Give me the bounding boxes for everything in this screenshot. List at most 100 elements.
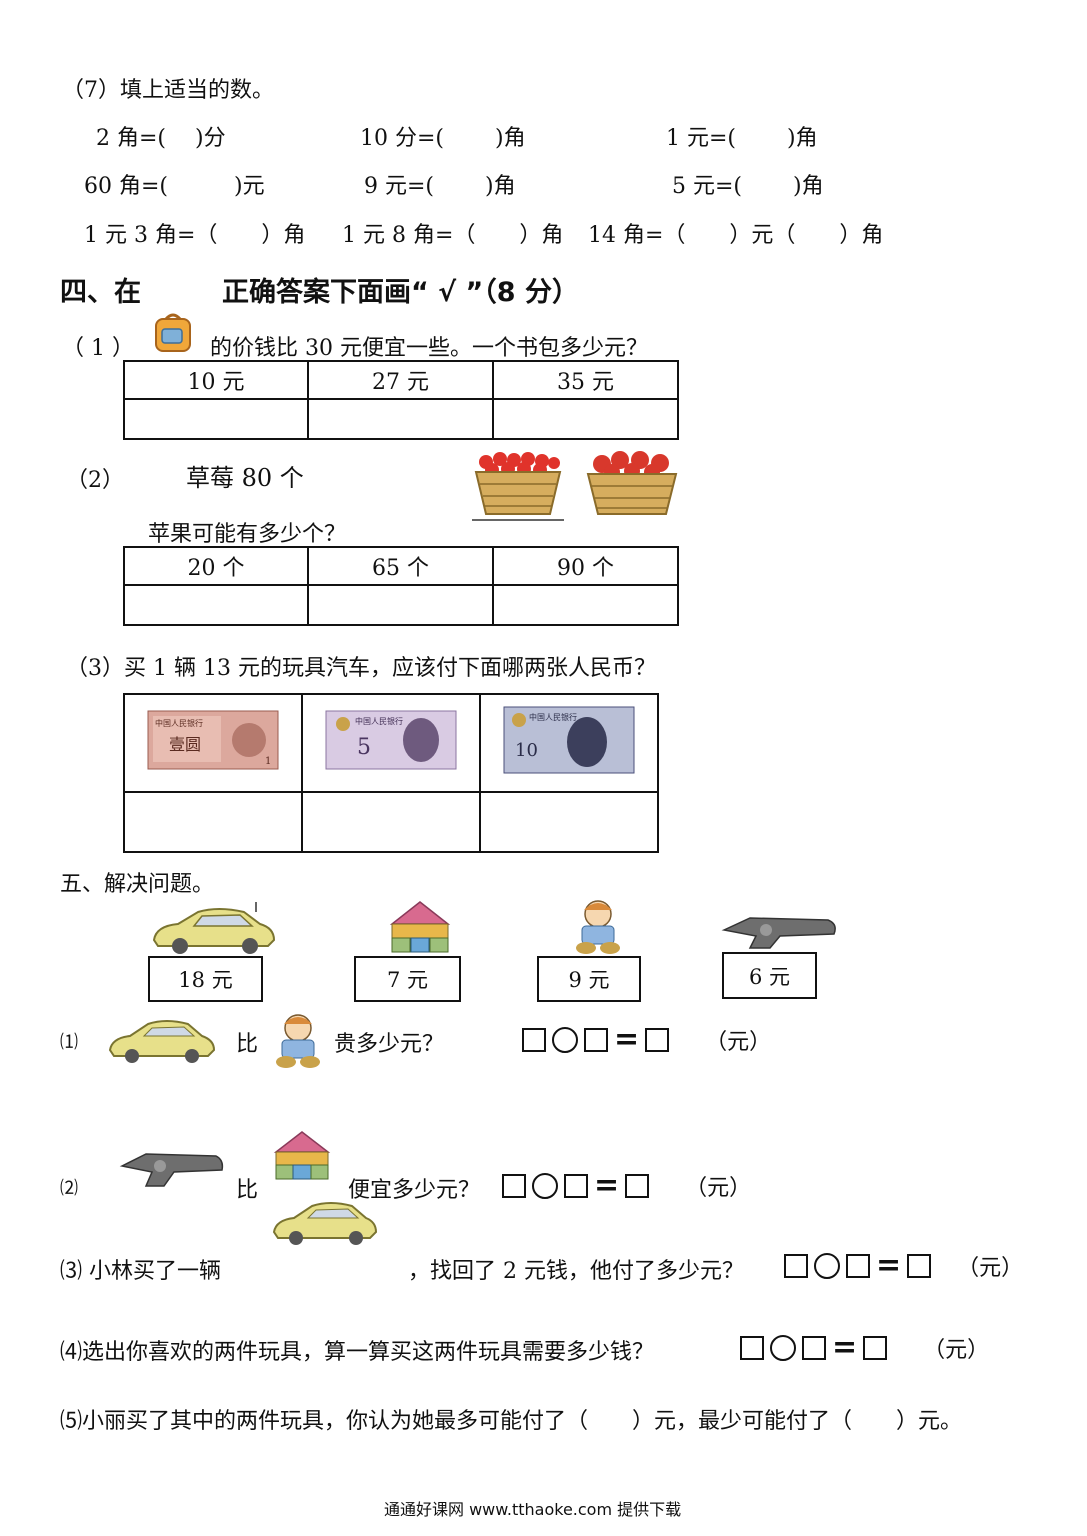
apple-basket-icon [586, 451, 678, 515]
answer-box[interactable] [625, 1174, 650, 1198]
note-cell: 中国人民银行 10 [479, 693, 659, 793]
toy-car-icon [108, 1020, 216, 1063]
answer-cell[interactable] [301, 791, 481, 853]
p1-question: 贵多少元？ [334, 1032, 445, 1057]
answer-box[interactable] [846, 1254, 870, 1278]
q2-prefix: （2） [66, 468, 124, 493]
option-cell: 10 元 [123, 360, 309, 400]
p1-equation: = （元） [522, 1024, 771, 1056]
answer-box[interactable] [784, 1254, 808, 1278]
p4-equation: = （元） [740, 1332, 989, 1364]
option-cell: 20 个 [123, 546, 309, 586]
operator-circle[interactable] [814, 1253, 840, 1279]
fill-item: 9 元=( )角 [364, 174, 516, 199]
equals-sign: = [594, 1168, 620, 1203]
p2-label: ⑵ [60, 1178, 78, 1199]
compare-word: 比 [236, 1032, 259, 1057]
equals-sign: = [614, 1022, 640, 1057]
note-header: 中国人民银行 [155, 718, 203, 728]
answer-box[interactable] [740, 1336, 764, 1360]
section5-title: 五、解决问题。 [60, 872, 215, 897]
price-tag-car: 18 元 [148, 956, 263, 1002]
toy-doll-icon [576, 900, 620, 954]
fill-item: 5 元=( )角 [672, 174, 824, 199]
answer-box[interactable] [564, 1174, 588, 1198]
fill-item: 1 元=( )角 [666, 126, 818, 151]
p3-equation: = （元） [784, 1250, 1023, 1282]
note-cell: 中国人民银行 5 [301, 693, 481, 793]
toy-doll-icon [276, 1014, 320, 1068]
five-yuan-note-icon: 中国人民银行 5 [325, 710, 457, 770]
answer-box[interactable] [645, 1028, 670, 1052]
fill-item: 1 元 3 角=（ ）角 [84, 223, 306, 248]
answer-cell[interactable] [123, 791, 303, 853]
q2-answer-table: 20 个 65 个 90 个 [123, 546, 679, 626]
answer-box[interactable] [802, 1336, 826, 1360]
fill-item: 2 角=( )分 [96, 126, 226, 151]
note-header: 中国人民银行 [529, 712, 577, 722]
operator-circle[interactable] [770, 1335, 796, 1361]
p3-question: ，找回了 2 元钱，他付了多少元？ [408, 1259, 744, 1284]
answer-cell[interactable] [307, 584, 494, 626]
option-cell: 27 元 [307, 360, 494, 400]
p4-text: ⑷选出你喜欢的两件玩具，算一算买这两件玩具需要多少钱？ [60, 1340, 655, 1365]
unit-label: （元） [705, 1030, 772, 1055]
q3-answer-table: 中国人民银行 壹圆 1 中国人民银行 5 中国人民银行 10 [123, 693, 659, 853]
schoolbag-icon [155, 313, 191, 352]
fill-item: 14 角=（ ）元（ ）角 [588, 223, 884, 248]
section4-title: 四、在 正确答案下面画“ √ ”（8 分） [60, 277, 579, 308]
toy-gun-icon [119, 1153, 224, 1187]
p5-text: ⑸小丽买了其中的两件玩具，你认为她最多可能付了（ ）元，最少可能付了（ ）元。 [60, 1409, 963, 1434]
toy-gun-icon [721, 917, 836, 949]
p3-label: ⑶ 小林买了一辆 [60, 1259, 221, 1284]
toy-car-icon [272, 1202, 378, 1245]
unit-label: （元） [685, 1176, 752, 1201]
p2-question: 便宜多少元？ [348, 1178, 481, 1203]
note-value: 1 [265, 756, 271, 767]
answer-box[interactable] [502, 1174, 526, 1198]
price-tag-blocks: 7 元 [354, 956, 461, 1002]
answer-cell[interactable] [123, 584, 309, 626]
option-cell: 65 个 [307, 546, 494, 586]
equals-sign: = [832, 1330, 858, 1365]
option-cell: 90 个 [492, 546, 679, 586]
strawberry-basket-icon [472, 452, 564, 521]
note-header: 中国人民银行 [355, 716, 403, 726]
p1-label: ⑴ [60, 1032, 78, 1053]
footer: 通通好课网 www.tthaoke.com 提供下载 [384, 1500, 682, 1519]
answer-box[interactable] [522, 1028, 546, 1052]
note-value: 5 [357, 735, 371, 760]
answer-cell[interactable] [123, 398, 309, 440]
p2-equation: = （元） [502, 1170, 751, 1202]
answer-box[interactable] [863, 1336, 888, 1360]
answer-cell[interactable] [492, 584, 679, 626]
operator-circle[interactable] [532, 1173, 558, 1199]
option-cell: 35 元 [492, 360, 679, 400]
ten-yuan-note-icon: 中国人民银行 10 [503, 706, 635, 774]
toy-blocks-icon [389, 901, 451, 953]
q2-question: 苹果可能有多少个？ [148, 522, 347, 547]
fill-item: 10 分=( )角 [360, 126, 526, 151]
fill-item: 60 角=( )元 [84, 174, 265, 199]
answer-cell[interactable] [492, 398, 679, 440]
answer-cell[interactable] [307, 398, 494, 440]
answer-cell[interactable] [479, 791, 659, 853]
q2-fact: 草莓 80 个 [186, 464, 304, 492]
q1-answer-table: 10 元 27 元 35 元 [123, 360, 679, 440]
note-value: 10 [515, 740, 538, 761]
one-yuan-note-icon: 中国人民银行 壹圆 1 [147, 710, 279, 770]
price-tag-doll: 9 元 [537, 956, 641, 1002]
unit-label: （元） [923, 1338, 990, 1363]
toy-blocks-icon [273, 1131, 331, 1180]
fill-item: 1 元 8 角=（ ）角 [342, 223, 564, 248]
note-name: 壹圆 [169, 735, 201, 754]
operator-circle[interactable] [552, 1027, 578, 1053]
q1-prefix: （ 1 ） [62, 336, 134, 361]
answer-box[interactable] [584, 1028, 608, 1052]
q1-text: 的价钱比 30 元便宜一些。一个书包多少元？ [210, 336, 648, 361]
note-cell: 中国人民银行 壹圆 1 [123, 693, 303, 793]
unit-label: （元） [957, 1256, 1024, 1281]
toy-car-icon [152, 902, 276, 954]
answer-box[interactable] [907, 1254, 932, 1278]
q7-title: （7）填上适当的数。 [62, 78, 274, 103]
